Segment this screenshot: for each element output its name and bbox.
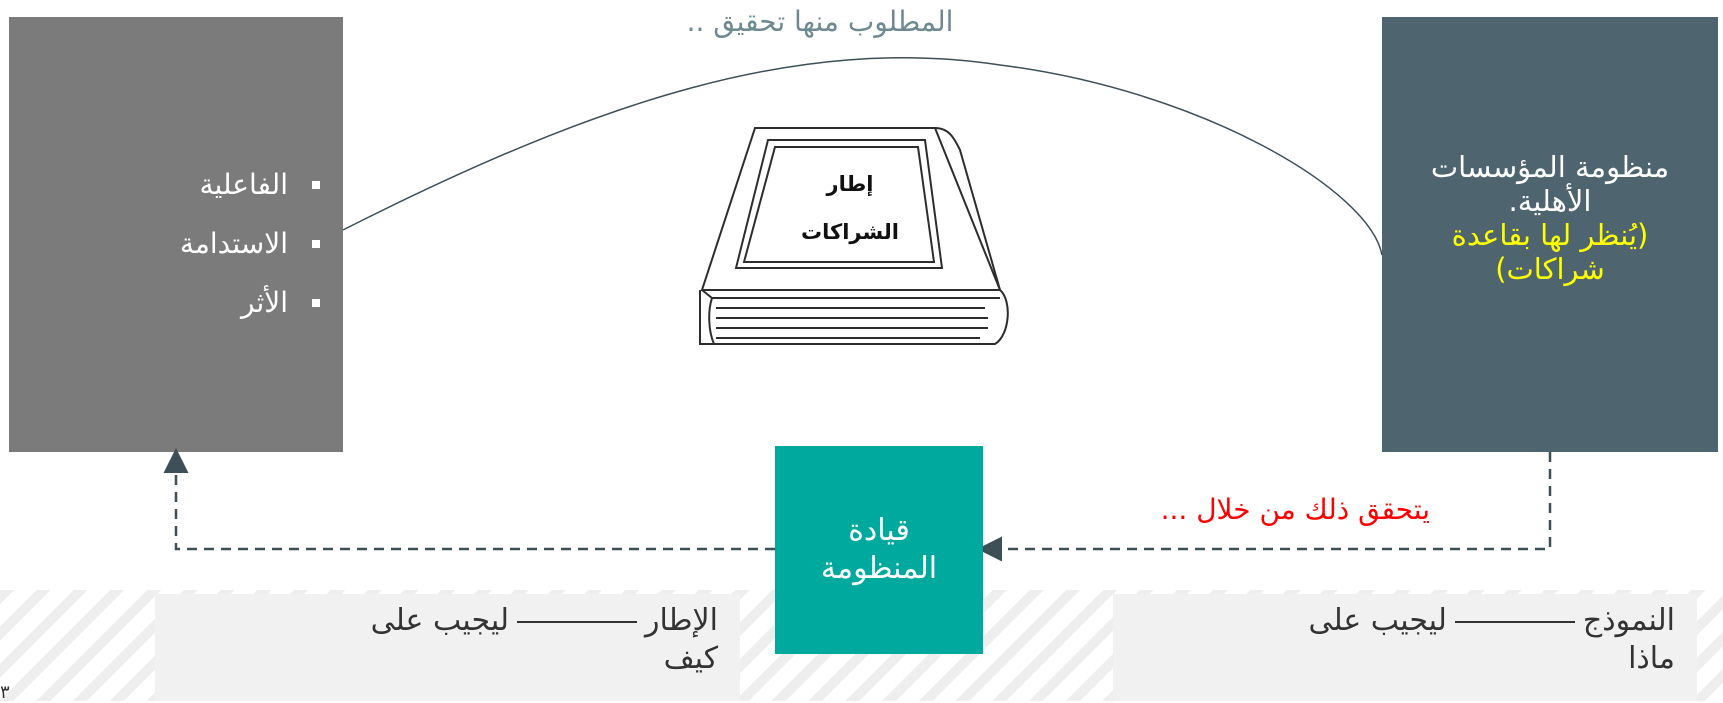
book-title-line2: الشراكات xyxy=(801,220,899,244)
model-word: النموذج xyxy=(1582,603,1675,638)
list-item-label: الاستدامة xyxy=(179,227,288,260)
page-number: ٣ xyxy=(0,682,10,703)
list-item: الفاعلية xyxy=(120,155,320,214)
list-item-label: الأثر xyxy=(241,286,288,319)
list-item: الاستدامة xyxy=(120,214,320,273)
system-leadership-line2: المنظومة xyxy=(820,551,938,586)
model-question: ماذا xyxy=(1628,641,1675,676)
achieved-through-label: يتحقق ذلك من خلال ... xyxy=(1160,493,1430,526)
list-item-label: الفاعلية xyxy=(199,168,288,201)
civil-institutions-text: منظومة المؤسسات الأهلية. (يُنظر لها بقاع… xyxy=(1395,150,1705,286)
model-answers: ليجيب على xyxy=(1308,603,1447,638)
framework-box: الإطار ليجيب على كيف xyxy=(155,594,740,701)
dashed-connector-left xyxy=(163,448,775,551)
outcomes-list: الفاعلية الاستدامة الأثر xyxy=(120,155,320,332)
civil-institutions-line2: الأهلية. xyxy=(1508,184,1592,218)
system-leadership-box: قيادة المنظومة xyxy=(775,446,983,654)
system-leadership-line1: قيادة xyxy=(848,513,910,548)
partnership-note-line2: شراكات) xyxy=(1495,252,1605,286)
book-title-line1: إطار xyxy=(826,172,874,196)
bullet-icon xyxy=(312,239,320,248)
partnership-note-line1: (يُنظر لها بقاعدة xyxy=(1451,218,1649,252)
bullet-icon xyxy=(312,180,320,189)
outcomes-box xyxy=(9,17,343,452)
book-icon xyxy=(699,127,1009,345)
book-title: إطار الشراكات xyxy=(760,160,940,256)
framework-question: كيف xyxy=(663,641,718,676)
civil-institutions-line1: منظومة المؤسسات xyxy=(1430,150,1670,184)
arc-connector xyxy=(342,57,1383,256)
list-item: الأثر xyxy=(120,273,320,332)
bullet-icon xyxy=(312,298,320,307)
blank-line xyxy=(1454,620,1575,623)
framework-answers: ليجيب على xyxy=(370,603,510,638)
civil-institutions-box xyxy=(1382,17,1718,452)
framework-word: الإطار xyxy=(645,603,718,638)
model-box: النموذج ليجيب على ماذا xyxy=(1113,594,1697,701)
blank-line xyxy=(517,620,638,623)
top-label: المطلوب منها تحقيق .. xyxy=(686,5,954,38)
